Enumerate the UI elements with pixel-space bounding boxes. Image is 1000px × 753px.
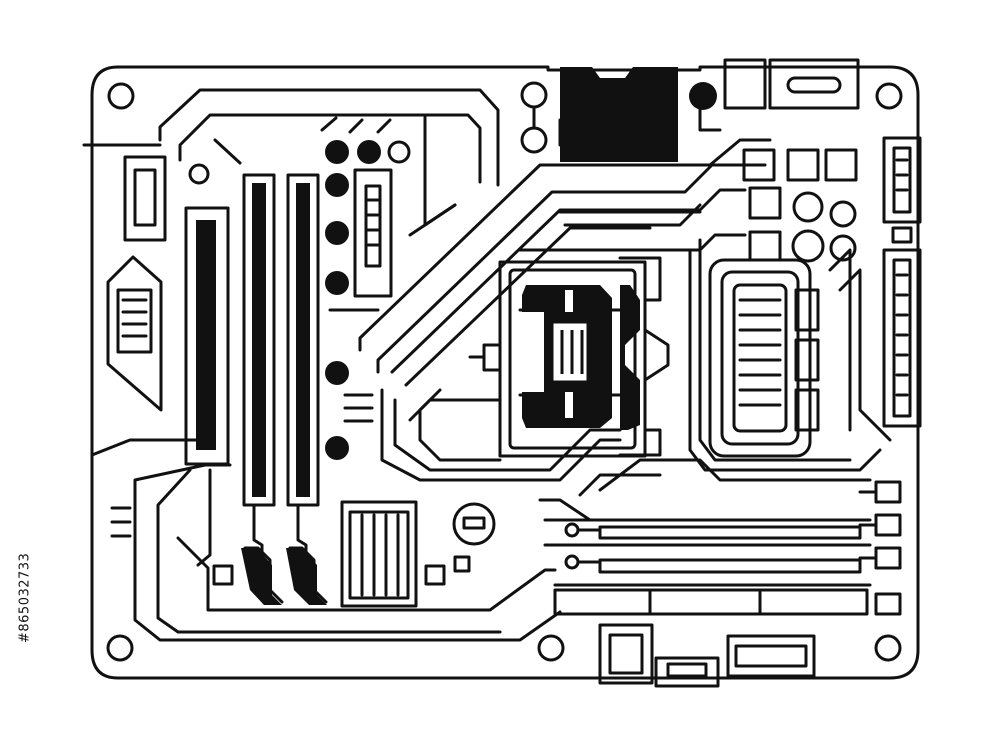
top-connector-block [560,67,678,162]
vrm-chip [688,238,892,472]
top-right-components [520,58,860,263]
traces-top-left [82,88,500,237]
center-header [328,140,411,423]
left-edge-components [90,155,210,457]
board-outline [90,65,920,680]
battery [452,502,496,546]
lower-right-slots [543,480,902,616]
stock-id-watermark: #865032733 [17,552,33,644]
bottom-connectors [598,623,816,688]
traces-lower-left [110,463,562,642]
right-edge-headers [882,136,922,428]
cpu-traces [358,118,872,522]
chipset-heatsink [340,500,418,608]
mounting-holes [106,82,903,662]
